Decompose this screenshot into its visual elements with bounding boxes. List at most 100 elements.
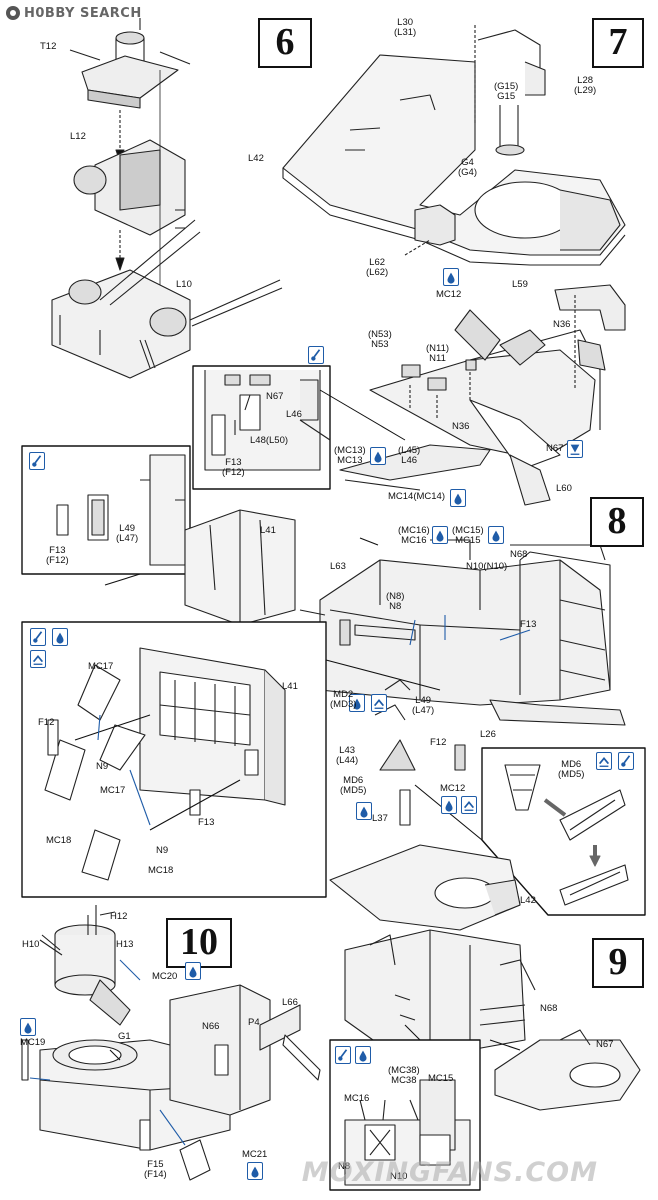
label-mc12-top: MC12 [436, 289, 462, 300]
label-l45: (L45)L46 [398, 445, 421, 466]
glue-drop-icon [432, 526, 448, 544]
label-l48: L48(L50) [250, 435, 289, 446]
label-l49-main: L49(L47) [412, 695, 435, 716]
label-l37: L37 [372, 813, 388, 824]
label-mc18-a: MC18 [46, 835, 72, 846]
label-md6-main: MD6(MD5) [340, 775, 367, 796]
inset-ladders-drawing [44, 647, 286, 881]
label-n10-bottom: N10 [390, 1171, 408, 1182]
label-mc20: MC20 [152, 971, 178, 982]
label-mc16-top: (MC16)MC16 [398, 525, 430, 546]
label-n67-bottom: N67 [596, 1039, 614, 1050]
label-mc17-a: MC17 [88, 661, 114, 672]
step-6-number: 6 [258, 18, 312, 68]
label-l30: L30(L31) [394, 17, 417, 38]
label-mc12-main: MC12 [440, 783, 466, 794]
glue-drop-icon [443, 268, 459, 286]
glue-drop-icon [52, 628, 68, 646]
label-n11: (N11)N11 [426, 343, 450, 364]
glue-drop-icon [450, 489, 466, 507]
step-8-number: 8 [590, 497, 644, 547]
label-n53: (N53)N53 [368, 329, 392, 350]
photo-etch-bend-icon [371, 694, 387, 712]
glue-drop-icon [349, 694, 365, 712]
label-mc21: MC21 [242, 1149, 268, 1160]
inset-md6-drawing [504, 764, 629, 906]
label-mc38: (MC38)MC38 [388, 1065, 420, 1086]
label-l26: L26 [480, 729, 496, 740]
label-n9-b: N9 [156, 845, 169, 856]
logo-text: H0BBY SEARCH [24, 5, 142, 21]
glue-drop-icon [488, 526, 504, 544]
step7-deck-drawing [282, 25, 626, 266]
label-mc17-b: MC17 [100, 785, 126, 796]
step10-turret-drawing [21, 905, 321, 1181]
label-l63: L63 [330, 561, 346, 572]
label-g1: G1 [118, 1031, 131, 1042]
label-l12: L12 [70, 131, 86, 142]
label-l10: L10 [176, 279, 192, 290]
label-mc18-b: MC18 [148, 865, 174, 876]
label-n8: (N8)N8 [386, 591, 405, 612]
label-n9-a: N9 [96, 761, 109, 772]
label-n66: N66 [202, 1021, 220, 1032]
label-md2: MD2(MD3) [330, 689, 357, 710]
glue-drop-icon [20, 1018, 36, 1036]
watermark: MOXINGFANS.COM [301, 1157, 598, 1188]
label-l60: L60 [556, 483, 572, 494]
label-mc15-top: (MC15)MC15 [452, 525, 484, 546]
step-10-number: 10 [166, 918, 232, 968]
label-l62: L62(L62) [366, 257, 389, 278]
label-l41-inset: L41 [282, 681, 298, 692]
label-l49-inset: L49(L47) [116, 523, 139, 544]
cement-brush-icon [30, 628, 46, 646]
label-f13-inset3: F13 [198, 817, 215, 828]
cement-brush-icon [308, 346, 324, 364]
cement-brush-icon [335, 1046, 351, 1064]
label-t12: T12 [40, 41, 57, 52]
step8-superstructure-drawing [184, 509, 626, 826]
glue-drop-icon [247, 1162, 263, 1180]
label-g4: G4(G4) [458, 157, 477, 178]
glue-drop-icon [441, 796, 457, 814]
inset-n67-drawing [204, 370, 331, 471]
step9-assembly-drawing [329, 844, 641, 1111]
label-l42-mid: L42 [520, 895, 536, 906]
label-n67-inset: N67 [266, 391, 284, 402]
label-l28: L28(L29) [574, 75, 597, 96]
label-mc15-bottom: MC15 [428, 1073, 454, 1084]
label-l66: L66 [282, 997, 298, 1008]
label-n10: N10(N10) [466, 561, 508, 572]
label-l59: L59 [512, 279, 528, 290]
label-f13-main: F13 [520, 619, 537, 630]
label-f15: F15(F14) [144, 1159, 167, 1180]
cement-brush-icon [618, 752, 634, 770]
glue-drop-icon [370, 447, 386, 465]
label-f12-inset: F12 [38, 717, 55, 728]
step-9-number: 9 [592, 938, 644, 988]
photo-etch-bend-icon [461, 796, 477, 814]
label-mc16-bottom: MC16 [344, 1093, 370, 1104]
label-n36-b: N36 [452, 421, 470, 432]
label-n67-right: N67 [546, 443, 564, 454]
photo-etch-bend-icon [30, 650, 46, 668]
photo-etch-bend-icon [596, 752, 612, 770]
label-p4: P4 [248, 1017, 260, 1028]
label-mc13: (MC13)MC13 [334, 445, 366, 466]
label-g15: (G15)G15 [494, 81, 519, 102]
label-n68-bottom: N68 [540, 1003, 558, 1014]
label-md6-inset: MD6(MD5) [558, 759, 585, 780]
glue-drop-icon [355, 1046, 371, 1064]
glue-drop-icon [185, 962, 201, 980]
label-h12: H12 [110, 911, 128, 922]
label-h13: H13 [116, 939, 134, 950]
label-f13-inset2: F13(F12) [46, 545, 69, 566]
label-n8-bottom: N8 [338, 1161, 351, 1172]
label-f13-inset: F13(F12) [222, 457, 245, 478]
remove-part-icon [567, 440, 583, 458]
hobby-search-logo: H0BBY SEARCH [6, 4, 142, 22]
label-mc19: MC19 [20, 1037, 46, 1048]
label-l46: L46 [286, 409, 302, 420]
step6-tower-drawing [51, 18, 283, 379]
cement-brush-icon [29, 452, 45, 470]
